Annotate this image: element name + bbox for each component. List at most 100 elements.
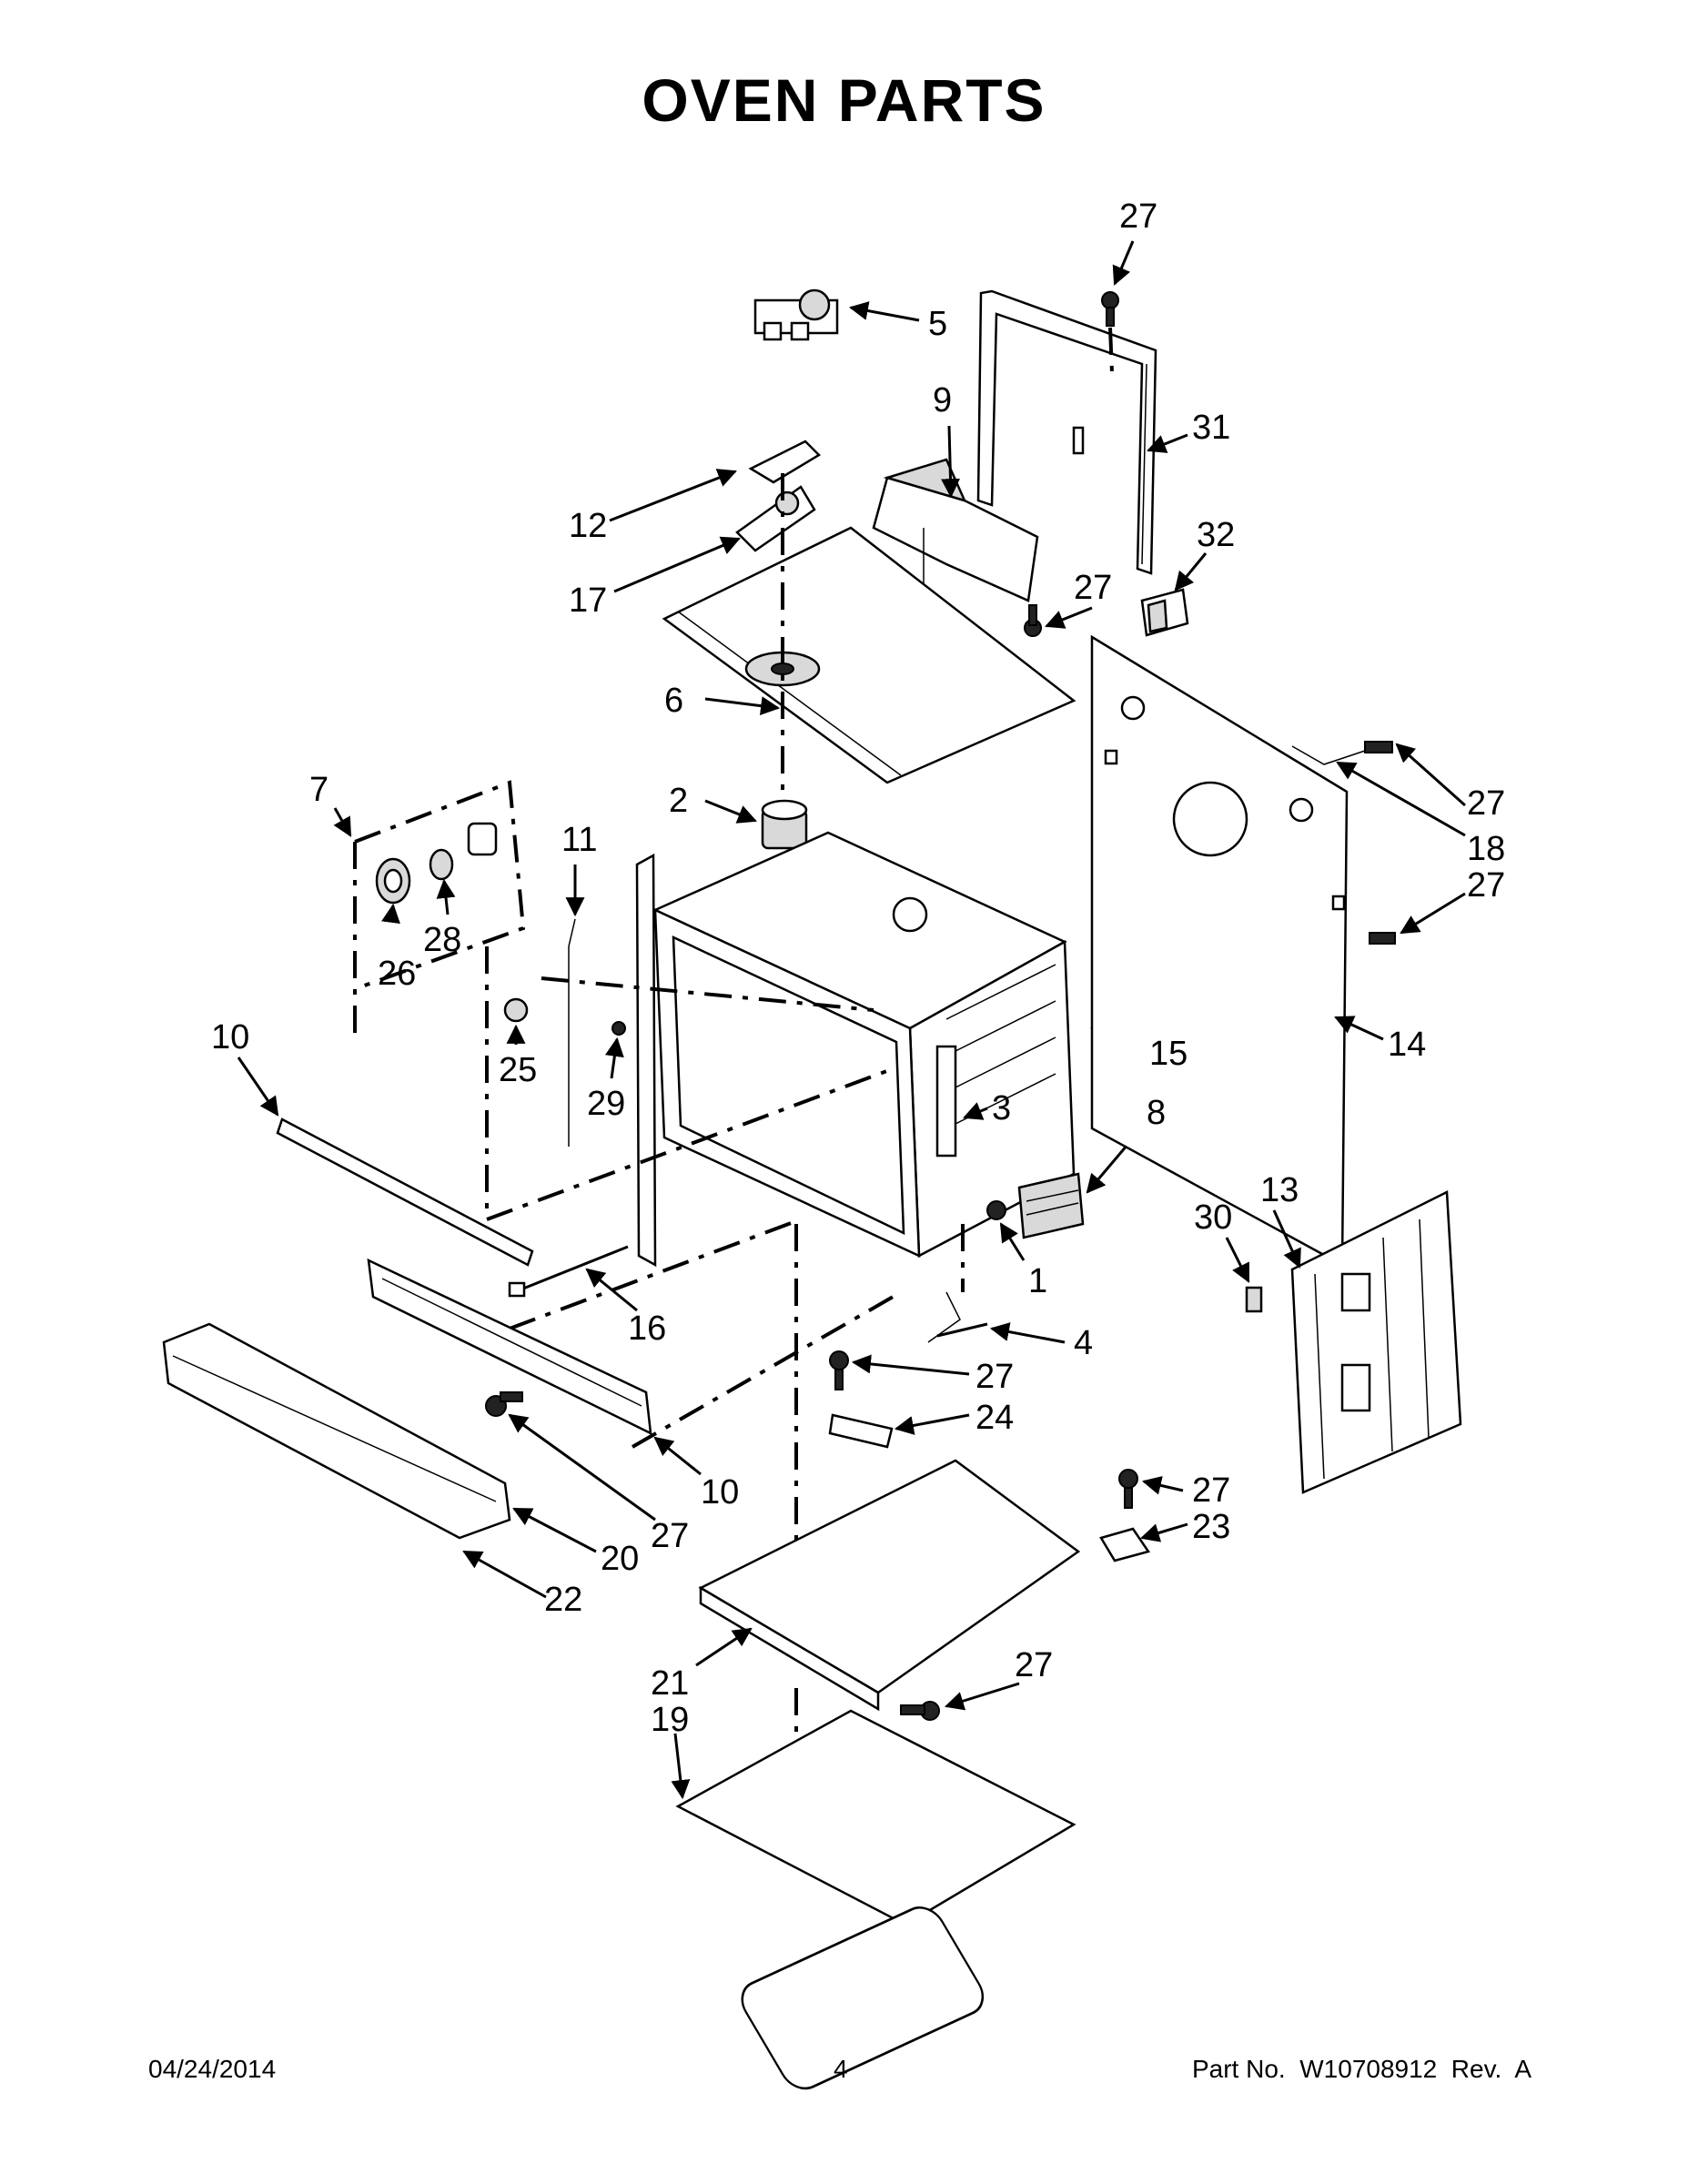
part-18-clip: [1291, 741, 1393, 765]
callout-3: 3: [992, 1089, 1011, 1127]
callout-31: 31: [1192, 409, 1230, 447]
callout-28: 28: [423, 921, 461, 959]
leader-28: [436, 878, 456, 915]
part-19-bottom-panel: [675, 1709, 1076, 2090]
oven-cavity: [635, 831, 1076, 1268]
leader-23: [1139, 1522, 1188, 1542]
callout-7: 7: [309, 771, 329, 809]
part-8-vent: [1017, 1172, 1085, 1239]
callout-13: 13: [1260, 1171, 1299, 1209]
callout-29: 29: [587, 1085, 625, 1123]
leader-21: [695, 1627, 753, 1667]
callout-15: 15: [1149, 1035, 1188, 1073]
part-23-bracket: [1099, 1527, 1151, 1562]
leader-27-top: [1112, 240, 1135, 286]
part-6-top-panel: [662, 526, 1076, 784]
callout-30: 30: [1194, 1198, 1232, 1237]
leader-1: [999, 1222, 1026, 1261]
leader-14: [1334, 1016, 1384, 1041]
callout-16: 16: [628, 1309, 666, 1348]
part-2-fan-motor: [761, 799, 808, 850]
part-10-rail-lower: [367, 1258, 652, 1436]
part-24-bracket: [828, 1413, 894, 1449]
leader-6: [704, 696, 781, 716]
part-16-latch: [508, 1245, 629, 1298]
leader-27-r1: [1395, 743, 1466, 807]
leader-29: [604, 1036, 624, 1079]
callout-27-left: 27: [651, 1517, 689, 1555]
part-12-cover: [748, 440, 822, 484]
callout-21: 21: [651, 1664, 689, 1703]
callout-6: 6: [664, 682, 683, 720]
part-1-connector: [986, 1200, 1006, 1220]
part-5-switch: [753, 288, 839, 341]
leader-10-upper: [237, 1057, 279, 1117]
callout-26: 26: [378, 955, 416, 993]
dash-cavity-mid: [486, 1067, 893, 1221]
leader-12: [609, 469, 737, 522]
callout-5: 5: [928, 305, 947, 343]
leader-19: [671, 1733, 691, 1800]
callout-10-lower: 10: [701, 1473, 739, 1512]
dash-rail: [632, 1290, 902, 1449]
callout-9: 9: [933, 381, 952, 420]
callout-1: 1: [1028, 1262, 1047, 1300]
leader-16: [585, 1268, 638, 1312]
leader-18: [1336, 761, 1466, 837]
leader-13: [1272, 1209, 1301, 1269]
callout-27-23: 27: [1192, 1471, 1230, 1510]
leader-10-lower: [653, 1436, 702, 1476]
leader-30: [1225, 1237, 1250, 1283]
part-27-screw-23: [1118, 1469, 1138, 1509]
callout-27-mid: 27: [1074, 569, 1112, 607]
leader-7: [333, 807, 352, 837]
part-27-screw-9: [1024, 604, 1042, 637]
callout-12: 12: [569, 507, 607, 545]
part-31-rear-panel: [976, 289, 1157, 575]
leader-31: [1147, 433, 1188, 453]
leader-4: [989, 1322, 1066, 1344]
leader-24: [894, 1413, 970, 1435]
callout-22: 22: [544, 1581, 582, 1619]
leader-27-23: [1141, 1476, 1184, 1495]
callout-17: 17: [569, 581, 607, 620]
footer-page-number: 4: [834, 2055, 848, 2083]
part-20-trim: [162, 1322, 511, 1540]
leader-27-9: [1045, 606, 1093, 629]
footer-part-number: Part No. W10708912 Rev. A: [1191, 2055, 1531, 2083]
leader-20: [512, 1507, 597, 1553]
leader-17: [613, 536, 741, 593]
leader-2: [704, 799, 757, 824]
callout-24: 24: [975, 1399, 1014, 1437]
callout-4: 4: [1074, 1324, 1093, 1362]
callout-27-24: 27: [975, 1358, 1014, 1396]
callout-8: 8: [1147, 1094, 1166, 1132]
dash-cavity-low: [509, 1218, 802, 1330]
part-27-screw-24: [829, 1350, 849, 1390]
callout-32: 32: [1197, 516, 1235, 554]
part-27-screw-top: [1101, 291, 1119, 327]
leader-5: [848, 301, 920, 322]
part-27-screw-bottom: [900, 1701, 940, 1721]
part-7-light-kit: [353, 780, 526, 1037]
page-title: OVEN PARTS: [642, 66, 1046, 134]
part-13-side-panel: [1290, 1190, 1462, 1494]
leader-27-bottom: [944, 1682, 1020, 1711]
dash-cavity-top: [541, 976, 874, 1012]
part-4-sensor: [927, 1291, 988, 1343]
part-14-side-panel: [1090, 634, 1349, 1268]
callout-27-top: 27: [1119, 197, 1157, 236]
callout-19: 19: [651, 1701, 689, 1739]
leader-22: [462, 1550, 547, 1599]
callout-27-bottom: 27: [1015, 1646, 1053, 1684]
callout-14: 14: [1388, 1026, 1426, 1064]
callout-2: 2: [669, 782, 688, 820]
part-27-screw-r2: [1369, 932, 1396, 945]
leader-26: [381, 903, 400, 925]
leader-27-r2: [1400, 892, 1466, 935]
callout-23: 23: [1192, 1508, 1230, 1546]
footer-date: 04/24/2014: [148, 2055, 277, 2083]
callout-25: 25: [499, 1051, 537, 1089]
